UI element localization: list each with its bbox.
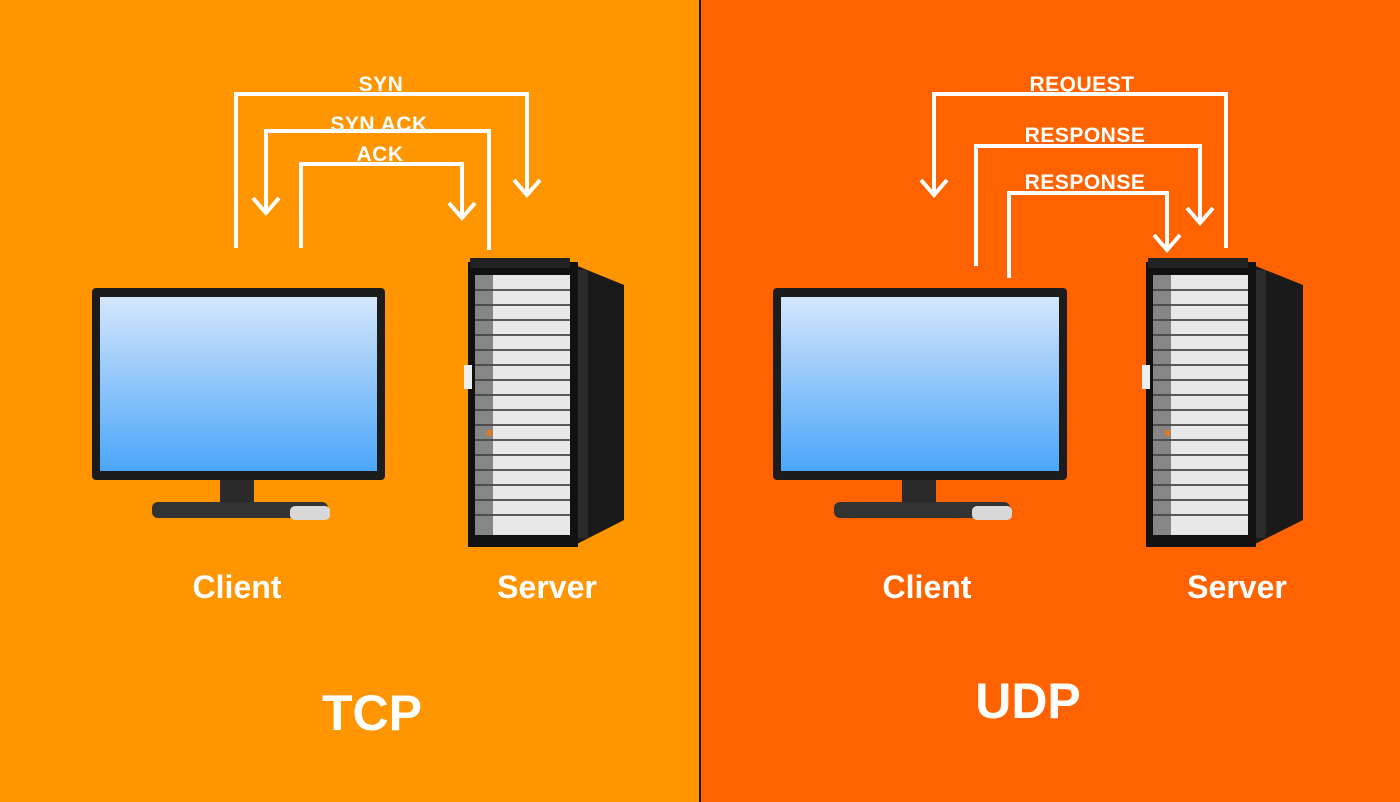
tcp-syn-ack-arrow [251,129,491,250]
udp-response-arrow-2 [1007,191,1182,278]
udp-server-label: Server [1187,569,1287,605]
tcp-server-label: Server [497,569,597,605]
udp-message-response-2: RESPONSE [1024,171,1146,194]
udp-diagram [773,92,1303,547]
tcp-diagram [92,92,624,547]
tcp-server-rack-icon [464,258,624,547]
udp-title: UDP [975,673,1081,729]
udp-response-arrow-1 [974,144,1215,266]
udp-message-request: REQUEST [1029,73,1135,96]
tcp-panel: SYN SYN ACK ACK Client Server TCP [0,0,700,802]
tcp-title: TCP [322,685,422,741]
tcp-message-syn: SYN [358,73,404,96]
udp-client-monitor-icon [773,288,1067,520]
udp-panel: REQUEST RESPONSE RESPONSE Client Server … [700,0,1400,802]
tcp-client-monitor-icon [92,288,385,520]
tcp-syn-arrow [234,92,542,248]
tcp-client-label: Client [192,569,282,605]
udp-request-arrow [919,92,1228,248]
tcp-ack-arrow [299,162,477,248]
udp-message-response-1: RESPONSE [1024,124,1146,147]
udp-server-rack-icon [1142,258,1303,547]
tcp-message-ack: ACK [356,143,404,166]
panel-divider [699,0,701,802]
tcp-message-syn-ack: SYN ACK [330,113,428,136]
udp-client-label: Client [882,569,972,605]
